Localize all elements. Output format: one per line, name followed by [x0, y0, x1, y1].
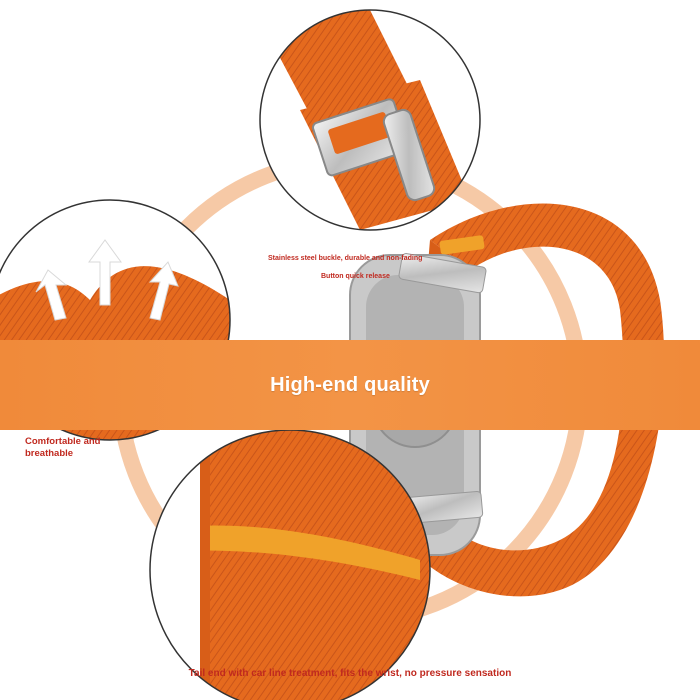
banner-title: High-end quality [270, 373, 430, 396]
feature-banner [0, 340, 700, 430]
caption-comfort-line1: Comfortable and [25, 436, 101, 447]
caption-buckle: Stainless steel buckle, durable and non-… [268, 255, 423, 262]
tail-end-closeup [149, 429, 431, 700]
buckle-closeup [259, 9, 481, 231]
caption-quick-release: Button quick release [321, 273, 390, 280]
caption-comfort-line2: breathable [25, 448, 74, 459]
caption-tail-end: Tail end with car line treatment, fits t… [188, 668, 512, 679]
caption-comfort: Comfortable and breathable [25, 436, 100, 460]
